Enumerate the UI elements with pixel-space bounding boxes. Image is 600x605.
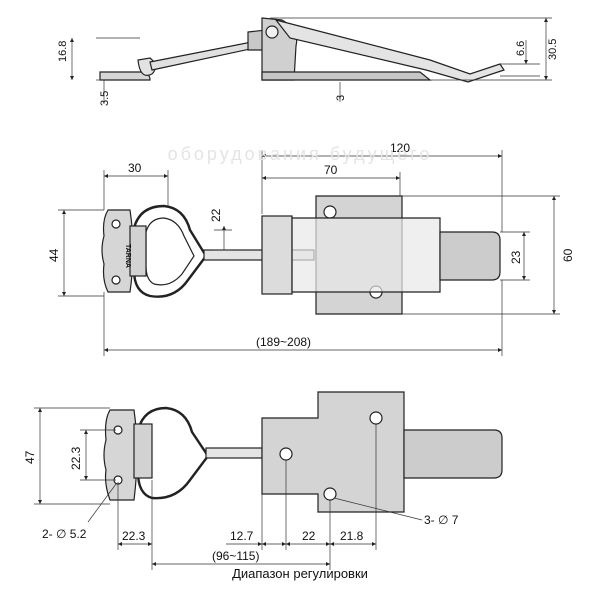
top-hinge-block [261, 215, 293, 295]
top-view-dims [58, 150, 560, 356]
top-view [101, 195, 501, 315]
brand-text: TARNA [124, 244, 131, 268]
dim-30: 30 [128, 161, 142, 175]
side-lever [274, 18, 505, 83]
dim-22-top: 22 [209, 208, 223, 222]
bottom-loop [136, 406, 210, 500]
dim-70: 70 [324, 163, 338, 177]
dim-189-208: (189~208) [256, 335, 311, 349]
side-rod [149, 39, 265, 71]
top-loop-hinge [129, 225, 147, 277]
dim-3-5: 3.5 [99, 91, 111, 106]
dim-12-7: 12.7 [230, 529, 254, 543]
dim-47: 47 [23, 450, 37, 464]
dim-96-115: (96~115) [212, 549, 259, 563]
top-loop [132, 204, 208, 298]
dim-2-phi-5-2: 2- ∅ 5.2 [42, 527, 87, 541]
top-plate-hole-upper [323, 205, 337, 219]
bottom-rod [205, 447, 263, 459]
top-view-labels: 30 120 70 22 44 23 60 (189~208) TARNA [47, 141, 575, 349]
side-view-dims [69, 17, 552, 102]
top-loop-inner [145, 217, 195, 286]
top-hole-upper [111, 219, 121, 229]
watermark-text: оборудования будущего [167, 144, 433, 164]
bottom-plate-hole-b [369, 411, 383, 425]
dim-120: 120 [390, 141, 410, 155]
dim-44: 44 [47, 248, 61, 262]
dim-22-3-vertical: 22.3 [69, 446, 83, 470]
bottom-loop-hinge [133, 423, 153, 479]
top-lever [291, 217, 441, 293]
bottom-view-labels: 47 22.3 2- ∅ 5.2 22.3 12.7 22 21.8 3- ∅ … [23, 446, 459, 563]
top-hole-lower [111, 275, 121, 285]
top-catch [439, 231, 501, 281]
side-view-labels: 16.8 3.5 3 6.6 30.5 [57, 39, 559, 106]
bottom-plate-hole-a [279, 447, 293, 461]
side-view [99, 17, 505, 83]
adjustment-range-caption: Диапазон регулировки [232, 566, 368, 581]
dim-22-3-horizontal: 22.3 [122, 529, 146, 543]
bottom-hook-plate [103, 409, 138, 501]
dim-60: 60 [561, 248, 575, 262]
dim-6-6: 6.6 [515, 41, 527, 56]
dim-22-bottom: 22 [302, 529, 316, 543]
dim-23: 23 [509, 250, 523, 264]
side-base-plate [261, 71, 432, 81]
dim-21-8: 21.8 [340, 529, 364, 543]
dim-3-phi-7: 3- ∅ 7 [424, 513, 459, 527]
bottom-view-dims [34, 407, 423, 570]
side-pivot [265, 25, 279, 39]
dim-16-8: 16.8 [57, 41, 69, 62]
bottom-catch [403, 429, 503, 479]
dim-30-5: 30.5 [547, 39, 559, 60]
bottom-view [103, 391, 503, 513]
dim-3: 3 [335, 95, 347, 101]
bottom-base-plate [261, 391, 405, 513]
